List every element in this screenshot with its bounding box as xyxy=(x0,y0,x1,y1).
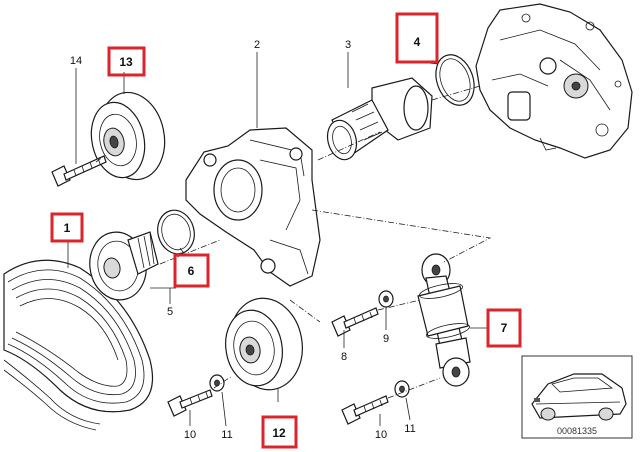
reference-number: 00081335 xyxy=(557,426,597,436)
highlight-box-12 xyxy=(261,415,298,449)
callout-labels: 13 14 2 3 4 1 6 5 7 8 9 10 11 12 10 11 xyxy=(64,35,508,441)
bolt-lower-right xyxy=(341,395,389,425)
highlight-boxes xyxy=(50,12,522,449)
ribbed-belt xyxy=(3,259,154,431)
callout-11-right: 11 xyxy=(404,423,415,435)
callout-6: 6 xyxy=(188,264,195,278)
highlight-box-6 xyxy=(173,253,210,288)
callout-5: 5 xyxy=(167,306,173,318)
idler-pulley-upper xyxy=(90,91,166,181)
washer-lower-left xyxy=(209,374,225,392)
tensioner-damper xyxy=(417,253,471,387)
washer-lower-right xyxy=(394,380,410,398)
callout-13: 13 xyxy=(119,55,133,69)
callout-2: 2 xyxy=(254,39,260,51)
callout-3: 3 xyxy=(345,39,351,51)
reference-inset: 00081335 xyxy=(521,355,633,439)
engine-block-drawing xyxy=(475,3,633,159)
callout-10-left: 10 xyxy=(184,429,196,441)
o-ring-small xyxy=(157,209,195,255)
car-silhouette-icon xyxy=(531,373,627,421)
assembly-guide-lines xyxy=(95,85,492,399)
callout-8: 8 xyxy=(341,351,347,363)
callout-4: 4 xyxy=(414,35,421,49)
tensioner-bracket xyxy=(185,127,321,287)
callout-9: 9 xyxy=(383,333,389,345)
callout-12: 12 xyxy=(272,426,286,440)
pulley-threaded xyxy=(89,231,159,301)
callout-10-right: 10 xyxy=(375,429,387,441)
highlight-box-13 xyxy=(107,46,146,77)
bolt-lower-left xyxy=(167,389,213,417)
highlight-box-1 xyxy=(50,212,84,243)
idler-pulley-lower xyxy=(225,297,303,391)
bolt-middle xyxy=(331,307,379,337)
callout-7: 7 xyxy=(501,321,508,335)
threaded-sleeve xyxy=(326,77,433,161)
washer-middle xyxy=(378,290,394,308)
highlight-box-7 xyxy=(486,308,522,348)
callout-11-left: 11 xyxy=(221,429,232,441)
callout-1: 1 xyxy=(64,221,71,235)
bolt-upper xyxy=(51,155,107,187)
o-ring-large xyxy=(435,54,475,106)
highlight-box-4 xyxy=(395,12,439,64)
callout-14: 14 xyxy=(70,55,82,67)
